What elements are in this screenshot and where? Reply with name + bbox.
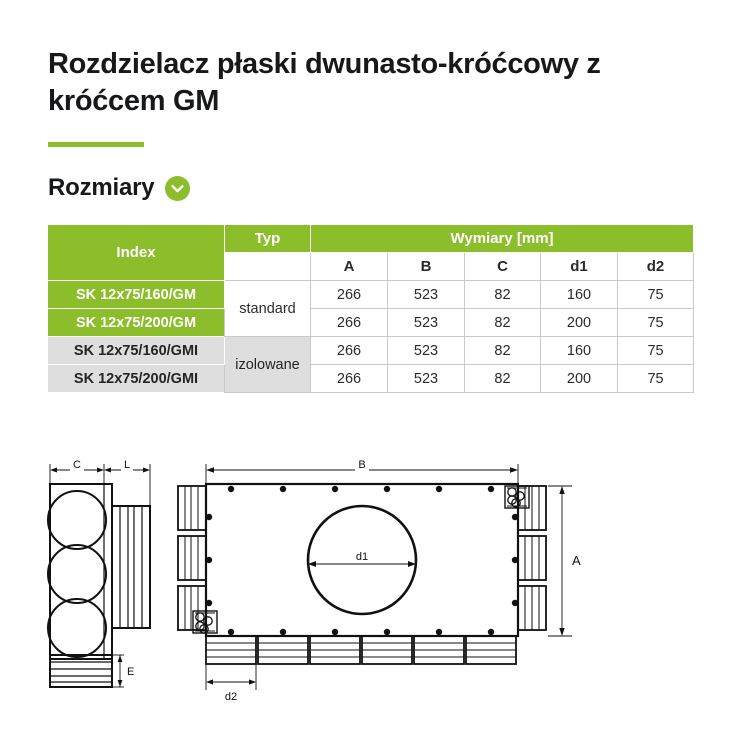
table-head: Index Typ Wymiary [mm] A B C d1 d2: [47, 224, 695, 281]
col-header-dim-c: C: [464, 252, 541, 281]
cell-dim-a: 266: [310, 364, 388, 393]
front-view-group: [177, 464, 572, 690]
cell-typ: izolowane: [224, 336, 311, 393]
dim-label-d2: d2: [225, 691, 237, 703]
cell-dim-d2: 75: [616, 308, 695, 337]
cell-typ: standard: [224, 280, 311, 337]
cell-dim-b: 523: [387, 364, 465, 393]
col-header-wymiary: Wymiary [mm]: [309, 224, 695, 253]
technical-drawing: C L E B A d1 d2: [0, 446, 750, 746]
cell-index: SK 12x75/200/GM: [47, 308, 225, 337]
cell-dim-b: 523: [387, 336, 465, 365]
dim-label-l: L: [124, 459, 130, 471]
table-row: SK 12x75/160/GM standard 266 523 82 160 …: [47, 280, 695, 337]
section-title: Rozmiary: [48, 174, 155, 201]
table-head-row-2: A B C d1 d2: [48, 252, 695, 281]
sizes-table: Index Typ Wymiary [mm] A B C d1 d2 SK 12…: [47, 224, 695, 393]
cell-index: SK 12x75/200/GMI: [47, 364, 225, 393]
side-view-group: [47, 464, 151, 688]
drawing-svg: C L E B A d1 d2: [47, 458, 581, 703]
cell-dim-a: 266: [310, 280, 388, 309]
cell-dim-a: 266: [310, 336, 388, 365]
cell-dim-c: 82: [464, 308, 541, 337]
page-header: Rozdzielacz płaski dwunasto-króćcowy z k…: [48, 46, 718, 148]
dim-label-d1: d1: [356, 551, 368, 563]
cell-dim-c: 82: [464, 364, 541, 393]
cell-dim-a: 266: [310, 308, 388, 337]
cell-dim-b: 523: [387, 280, 465, 309]
col-header-typ-blank: [224, 252, 311, 281]
sizes-section-header[interactable]: Rozmiary: [48, 174, 191, 202]
gm-connector-icon: [192, 610, 218, 634]
cell-dim-d2: 75: [616, 336, 695, 365]
cell-dim-d1: 160: [540, 280, 618, 309]
cell-dim-d2: 75: [616, 280, 695, 309]
table-row: SK 12x75/200/GMI 266 523 82 200 75: [47, 364, 695, 393]
dim-label-e: E: [127, 666, 134, 678]
cell-dim-c: 82: [464, 280, 541, 309]
cell-dim-b: 523: [387, 308, 465, 337]
cell-dim-d1: 160: [540, 336, 618, 365]
title-accent-rule: [48, 142, 144, 148]
gm-connector-icon: [504, 485, 530, 509]
page-title: Rozdzielacz płaski dwunasto-króćcowy z k…: [48, 48, 601, 118]
table-body: SK 12x75/160/GM standard 266 523 82 160 …: [47, 280, 695, 393]
cell-dim-d1: 200: [540, 308, 618, 337]
dim-label-a: A: [572, 553, 581, 568]
cell-dim-d2: 75: [616, 364, 695, 393]
dim-label-c: C: [73, 459, 81, 471]
cell-dim-d1: 200: [540, 364, 618, 393]
table-row: SK 12x75/200/GM 266 523 82 200 75: [47, 308, 695, 337]
cell-dim-c: 82: [464, 336, 541, 365]
col-header-dim-d2: d2: [616, 252, 695, 281]
col-header-dim-d1: d1: [540, 252, 618, 281]
col-header-dim-a: A: [310, 252, 388, 281]
col-header-typ: Typ: [224, 224, 311, 253]
table-row: SK 12x75/160/GMI izolowane 266 523 82 16…: [47, 336, 695, 393]
dim-label-b: B: [358, 459, 365, 471]
col-header-dim-b: B: [387, 252, 465, 281]
cell-index: SK 12x75/160/GMI: [47, 336, 225, 365]
table-head-row-1: Index Typ Wymiary [mm]: [47, 224, 695, 281]
chevron-down-icon[interactable]: [165, 175, 191, 201]
cell-index: SK 12x75/160/GM: [47, 280, 225, 309]
col-header-index: Index: [47, 224, 225, 281]
